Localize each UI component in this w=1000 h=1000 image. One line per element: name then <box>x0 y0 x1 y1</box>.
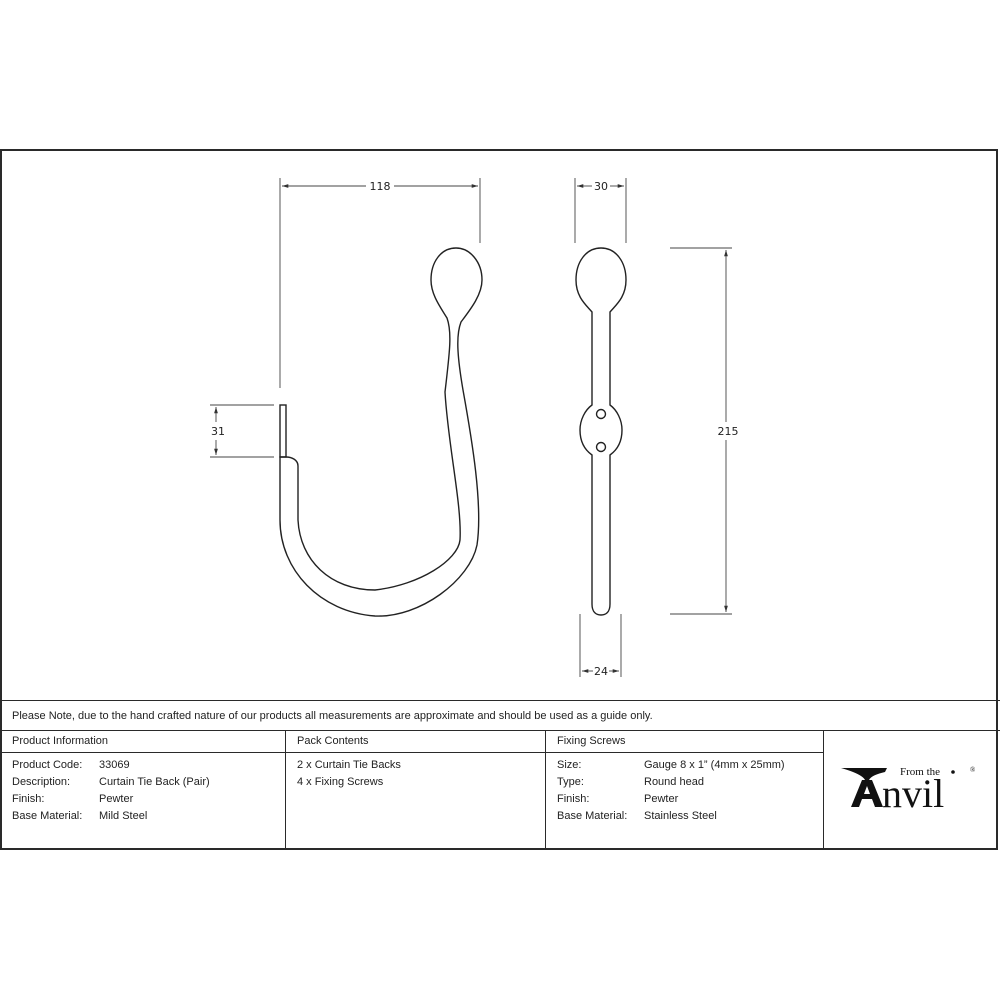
side-view-dimensions <box>210 178 481 458</box>
screw-type-row: Type: Round head <box>545 776 823 793</box>
pack-contents-heading: Pack Contents <box>297 735 369 747</box>
measurement-note: Please Note, due to the hand crafted nat… <box>12 710 653 722</box>
screw-size-value: Gauge 8 x 1” (4mm x 25mm) <box>644 759 785 771</box>
logo-big-text: nvil <box>882 771 944 816</box>
product-code-row: Product Code: 33069 <box>0 759 285 776</box>
fixing-screws-column: Fixing Screws Size: Gauge 8 x 1” (4mm x … <box>545 731 823 851</box>
registered-mark: ® <box>970 766 976 774</box>
dim-31-label: 31 <box>211 425 225 438</box>
base-material-value: Mild Steel <box>99 810 148 822</box>
description-row: Description: Curtain Tie Back (Pair) <box>0 776 285 793</box>
dim-215-label: 215 <box>718 425 739 438</box>
base-material-row: Base Material: Mild Steel <box>0 810 285 827</box>
pack-contents-column: Pack Contents 2 x Curtain Tie Backs 4 x … <box>285 731 545 851</box>
finish-value: Pewter <box>99 793 134 805</box>
column-divider <box>823 730 824 850</box>
dim-24-label: 24 <box>594 665 608 678</box>
tie-back-front-outline <box>575 247 627 616</box>
screw-finish-row: Finish: Pewter <box>545 793 823 810</box>
screw-material-label: Base Material: <box>557 810 628 822</box>
product-information-header: Product Information <box>0 731 285 753</box>
dim-30-label: 30 <box>594 180 608 193</box>
fixing-screws-header: Fixing Screws <box>545 731 823 753</box>
from-the-anvil-logo: From the nvil ® <box>825 732 998 849</box>
front-view <box>575 247 627 616</box>
finish-row: Finish: Pewter <box>0 793 285 810</box>
product-code-value: 33069 <box>99 759 130 771</box>
base-material-label: Base Material: <box>12 810 83 822</box>
dim-118-label: 118 <box>370 180 391 193</box>
anvil-icon <box>841 768 887 807</box>
column-divider <box>545 730 546 850</box>
pack-item: 4 x Fixing Screws <box>297 776 384 788</box>
wall-plate-side <box>279 404 287 458</box>
info-table: Product Information Product Code: 33069 … <box>0 730 1000 850</box>
drawing-sheet-frame <box>0 149 998 850</box>
logo-dot <box>951 770 955 774</box>
screw-type-label: Type: <box>557 776 584 788</box>
product-information-heading: Product Information <box>12 735 108 747</box>
column-divider <box>285 730 286 850</box>
product-information-column: Product Information Product Code: 33069 … <box>0 731 285 851</box>
fixing-screws-heading: Fixing Screws <box>557 735 626 747</box>
screw-type-value: Round head <box>644 776 704 788</box>
screw-size-label: Size: <box>557 759 582 771</box>
logo-small-text: From the <box>900 766 940 778</box>
screw-finish-value: Pewter <box>644 793 679 805</box>
pack-contents-header: Pack Contents <box>285 731 545 753</box>
screw-hole-bottom <box>595 441 607 453</box>
description-value: Curtain Tie Back (Pair) <box>99 776 210 788</box>
screw-material-value: Stainless Steel <box>644 810 717 822</box>
pack-item: 2 x Curtain Tie Backs <box>297 759 401 771</box>
screw-finish-label: Finish: <box>557 793 590 805</box>
screw-size-row: Size: Gauge 8 x 1” (4mm x 25mm) <box>545 759 823 776</box>
screw-material-row: Base Material: Stainless Steel <box>545 810 823 827</box>
screw-hole-top <box>595 408 607 420</box>
description-label: Description: <box>12 776 71 788</box>
product-code-label: Product Code: <box>12 759 83 771</box>
front-view-dimensions <box>574 178 732 677</box>
measurement-note-row: Please Note, due to the hand crafted nat… <box>0 700 1000 730</box>
hook-profile <box>279 247 483 617</box>
side-view <box>279 247 483 617</box>
finish-label: Finish: <box>12 793 45 805</box>
